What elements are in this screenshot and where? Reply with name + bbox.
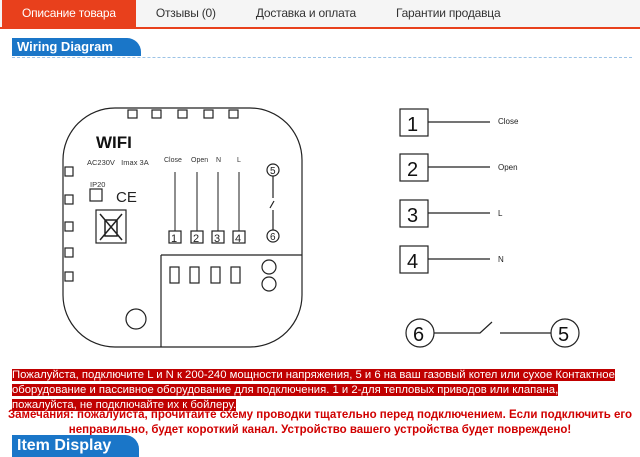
wiring-section-header: Wiring Diagram — [12, 38, 141, 56]
ip-rating: IP20 — [90, 180, 105, 189]
legend-label: N — [498, 255, 504, 264]
device-outline — [62, 107, 303, 348]
switch-right-number: 5 — [558, 324, 569, 346]
divider — [12, 57, 632, 58]
legend-number: 2 — [407, 159, 418, 181]
switch-left-number: 6 — [413, 324, 424, 346]
terminal-5-label: 5 — [270, 166, 276, 177]
terminal-label: Open — [191, 157, 208, 164]
wiring-note: Замечания: пожалуйста, прочитайте схему … — [7, 409, 633, 436]
warning-text: Пожалуйста, подключите L и N к 200-240 м… — [12, 369, 615, 411]
wiring-warning: Пожалуйста, подключите L и N к 200-240 м… — [12, 368, 622, 413]
legend-label: L — [498, 209, 503, 218]
weee-bin-icon — [95, 209, 127, 244]
device-brand: WIFI — [96, 133, 132, 152]
double-insulation-icon — [89, 188, 103, 202]
terminal-wires — [174, 172, 240, 231]
ce-mark-icon: CE — [116, 189, 137, 206]
terminal-number: 4 — [235, 233, 241, 245]
legend-number: 4 — [407, 251, 418, 273]
terminal-label: Close — [164, 157, 182, 164]
product-tabs: Описание товара Отзывы (0) Доставка и оп… — [0, 0, 640, 29]
section-title: Item Display — [12, 435, 140, 457]
terminal-6-label: 6 — [270, 232, 276, 243]
tab-guarantee[interactable]: Гарантии продавца — [395, 6, 501, 20]
display-section-header: Item Display — [12, 435, 140, 457]
terminal-label: N — [216, 157, 221, 164]
legend-number: 3 — [407, 205, 418, 227]
device-rating: AC230V Imax 3A — [87, 158, 149, 167]
section-title: Wiring Diagram — [12, 38, 141, 56]
terminal-label: L — [237, 157, 241, 164]
tab-description[interactable]: Описание товара — [2, 0, 136, 27]
switch-symbol — [405, 318, 580, 348]
tab-reviews[interactable]: Отзывы (0) — [155, 6, 216, 20]
terminal-numbers — [168, 230, 246, 244]
terminal-number: 3 — [214, 233, 220, 245]
legend — [399, 108, 490, 274]
legend-label: Open — [498, 163, 518, 172]
legend-number: 1 — [407, 114, 418, 136]
tab-delivery[interactable]: Доставка и оплата — [255, 6, 356, 20]
terminal-number: 1 — [171, 233, 177, 245]
terminal-number: 2 — [193, 233, 199, 245]
wiring-diagram: WIFI AC230V Imax 3A IP20 CE Close Open N… — [62, 107, 580, 348]
legend-label: Close — [498, 117, 519, 126]
